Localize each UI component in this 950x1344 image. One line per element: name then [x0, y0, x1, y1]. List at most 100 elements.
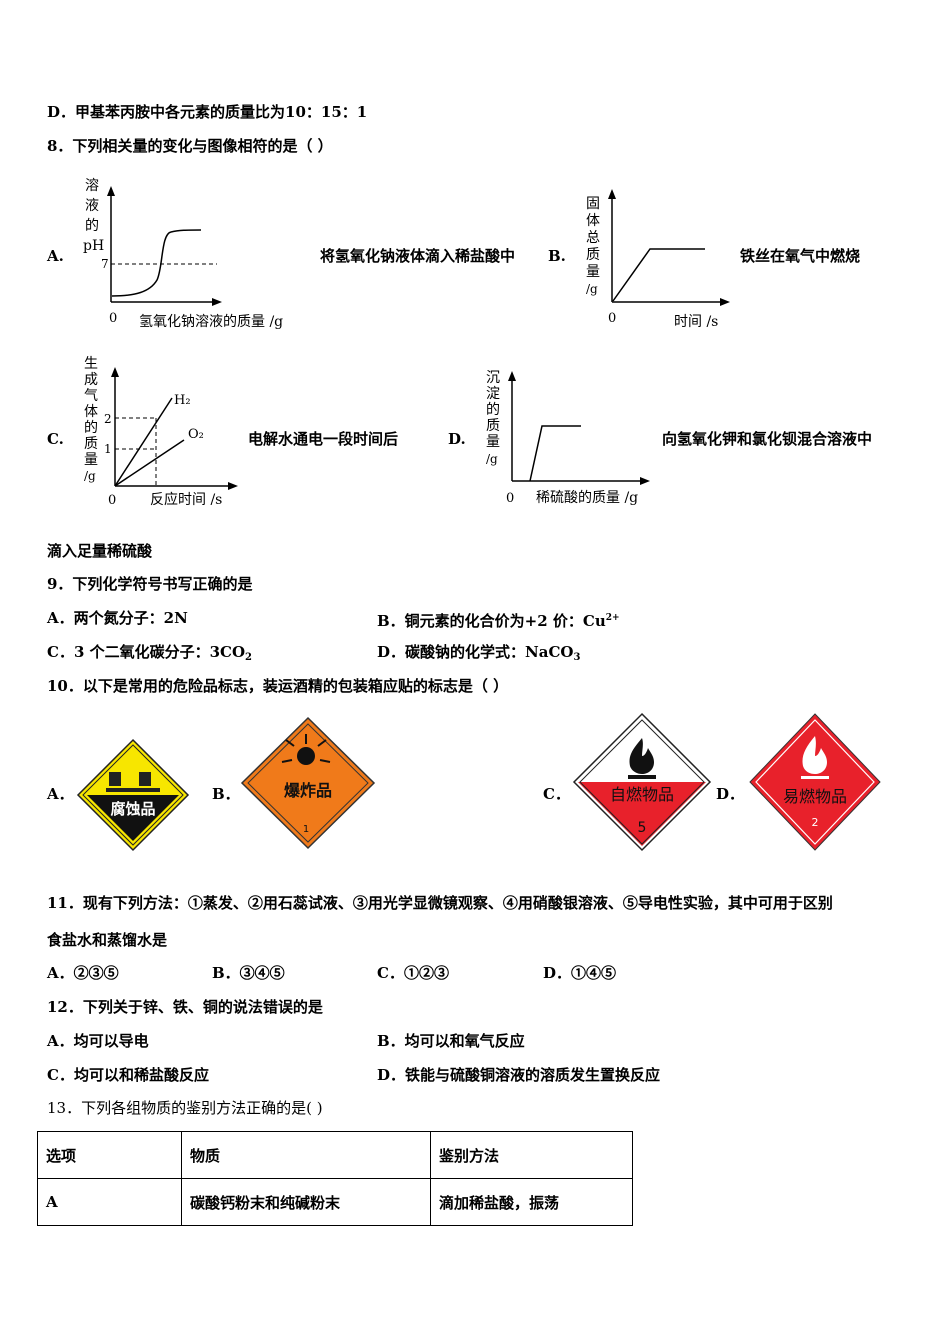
table-cell: 滴加稀盐酸，振荡 — [430, 1178, 633, 1226]
q11-line2: 食盐水和蒸馏水是 — [47, 931, 168, 949]
ylabel-char: 溶 — [85, 178, 99, 194]
sign-label: 腐蚀品 — [110, 800, 155, 818]
table-header-row: 选项 物质 鉴别方法 — [37, 1131, 633, 1179]
q10-b-label: B． — [212, 785, 240, 803]
table-cell: A — [37, 1178, 182, 1226]
o2-line — [114, 439, 185, 487]
q10-c-label: C． — [543, 785, 570, 803]
y-arrow — [508, 371, 516, 381]
q11-option-a: A．②③⑤ — [47, 964, 119, 982]
sign-label: 爆炸品 — [284, 781, 332, 800]
sign-number: 5 — [638, 820, 647, 836]
x-arrow — [212, 298, 222, 306]
q8-a-label: A. — [47, 247, 64, 265]
q12-option-c: C．均可以和稀盐酸反应 — [47, 1066, 209, 1084]
y-arrow — [107, 186, 115, 196]
q10-a-label: A． — [47, 785, 74, 803]
sign-number: 1 — [303, 824, 309, 835]
ylabel-char: 气 — [84, 388, 98, 404]
ylabel-char: 体 — [586, 213, 600, 229]
q7-option-d: D．甲基苯丙胺中各元素的质量比为10：15：1 — [47, 103, 368, 121]
q8-d-label: D. — [448, 430, 466, 448]
ylabel-char: 的 — [85, 218, 99, 234]
q8-d-chart: 沉 淀 的 质 量 /g 0 稀硫酸的质量 /g — [486, 370, 650, 506]
ylabel-char: 质 — [586, 247, 600, 263]
ylabel-char: 量 — [84, 452, 98, 468]
ytick: 7 — [101, 257, 109, 271]
table-header: 物质 — [181, 1131, 431, 1179]
ylabel-char: 沉 — [486, 370, 500, 386]
precipitate-line — [529, 425, 581, 482]
q13-table: 选项 物质 鉴别方法 A 碳酸钙粉末和纯碱粉末 滴加稀盐酸，振荡 — [37, 1131, 633, 1226]
ylabel-char: 体 — [84, 404, 98, 420]
ylabel-char: 量 — [486, 434, 500, 450]
mass-line — [612, 248, 705, 302]
q12-stem: 12．下列关于锌、铁、铜的说法错误的是 — [47, 998, 323, 1016]
q8-stem: 8．下列相关量的变化与图像相符的是（ ） — [47, 137, 333, 155]
x-axis-label: 氢氧化钠溶液的质量 /g — [139, 314, 283, 330]
ylabel-char: 的 — [486, 402, 500, 418]
x-axis-label: 稀硫酸的质量 /g — [536, 490, 638, 506]
flammable-sign: 易燃物品 2 — [749, 713, 881, 851]
q8-b-chart: 固 体 总 质 量 /g 0 时间 /s — [586, 189, 730, 330]
q9-option-b: B．铜元素的化合价为+2 价：Cu2+ — [377, 612, 620, 630]
q10-d-label: D． — [716, 785, 745, 803]
origin: 0 — [506, 491, 514, 506]
ylabel-char: /g — [84, 469, 96, 483]
q8-a-chart: 溶 液 的 pH 7 0 氢氧化钠溶液的质量 /g — [83, 178, 283, 330]
ytick: 2 — [104, 412, 112, 426]
ph-curve — [111, 229, 202, 297]
y-arrow — [111, 367, 119, 377]
q8-c-label: C. — [47, 430, 64, 448]
x-arrow — [720, 298, 730, 306]
q11-option-b: B．③④⑤ — [212, 964, 285, 982]
ylabel-char: 的 — [84, 420, 98, 436]
x-arrow — [228, 482, 238, 490]
q9-option-d: D．碳酸钠的化学式：NaCO3 — [377, 643, 581, 663]
ylabel-char: 成 — [84, 372, 98, 388]
ylabel-char: 质 — [84, 436, 98, 452]
q8-d-desc: 向氢氧化钾和氯化钡混合溶液中 — [662, 430, 873, 448]
q10-stem: 10．以下是常用的危险品标志，装运酒精的包装箱应贴的标志是（ ） — [47, 677, 509, 695]
ylabel-char: /g — [486, 452, 498, 466]
q12-option-b: B．均可以和氧气反应 — [377, 1032, 525, 1050]
q11-option-c: C．①②③ — [377, 964, 449, 982]
q8-b-desc: 铁丝在氧气中燃烧 — [740, 247, 861, 265]
table-header: 鉴别方法 — [430, 1131, 633, 1179]
q9-option-a: A．两个氮分子：2N — [47, 609, 188, 627]
q13-stem: 13．下列各组物质的鉴别方法正确的是( ) — [47, 1099, 323, 1117]
q12-option-a: A．均可以导电 — [47, 1032, 149, 1050]
origin: 0 — [108, 493, 116, 508]
q8-c-chart: 生 成 气 体 的 质 量 /g 2 1 H₂ O₂ 0 反应时间 /s — [84, 356, 238, 508]
q11-line1: 11．现有下列方法：①蒸发、②用石蕊试液、③用光学显微镜观察、④用硝酸银溶液、⑤… — [47, 894, 833, 912]
ylabel-char: 总 — [586, 230, 600, 246]
table-cell: 碳酸钙粉末和纯碱粉末 — [181, 1178, 431, 1226]
ylabel-char: 固 — [586, 196, 600, 212]
corrosive-sign: 腐蚀品 — [76, 738, 190, 852]
sign-number: 2 — [812, 816, 819, 829]
y-arrow — [608, 189, 616, 199]
series-label: O₂ — [188, 427, 204, 442]
origin: 0 — [109, 311, 117, 326]
ylabel-char: 液 — [85, 198, 99, 214]
x-arrow — [640, 477, 650, 485]
table-row: A 碳酸钙粉末和纯碱粉末 滴加稀盐酸，振荡 — [37, 1178, 633, 1226]
origin: 0 — [608, 311, 616, 326]
q9-stem: 9．下列化学符号书写正确的是 — [47, 575, 253, 593]
ylabel-char: /g — [586, 282, 598, 296]
sign-label: 自燃物品 — [610, 785, 674, 804]
ylabel-char: 生 — [84, 356, 98, 372]
series-label: H₂ — [174, 393, 191, 408]
h2-line — [114, 397, 173, 487]
q8-a-desc: 将氢氧化钠液体滴入稀盐酸中 — [320, 247, 516, 265]
q8-c-desc: 电解水通电一段时间后 — [248, 430, 399, 448]
x-axis-label: 时间 /s — [674, 314, 718, 330]
ylabel-char: 质 — [486, 418, 500, 434]
spontaneous-combustion-sign: 自燃物品 5 — [572, 712, 712, 852]
ylabel-ph: pH — [83, 238, 104, 254]
q8-continuation: 滴入足量稀硫酸 — [47, 542, 153, 560]
x-axis-label: 反应时间 /s — [150, 491, 222, 508]
q9-option-c: C．3 个二氧化碳分子：3CO2 — [47, 643, 253, 663]
explosive-sign: 爆炸品 1 — [240, 716, 376, 850]
q11-option-d: D．①④⑤ — [543, 964, 617, 982]
